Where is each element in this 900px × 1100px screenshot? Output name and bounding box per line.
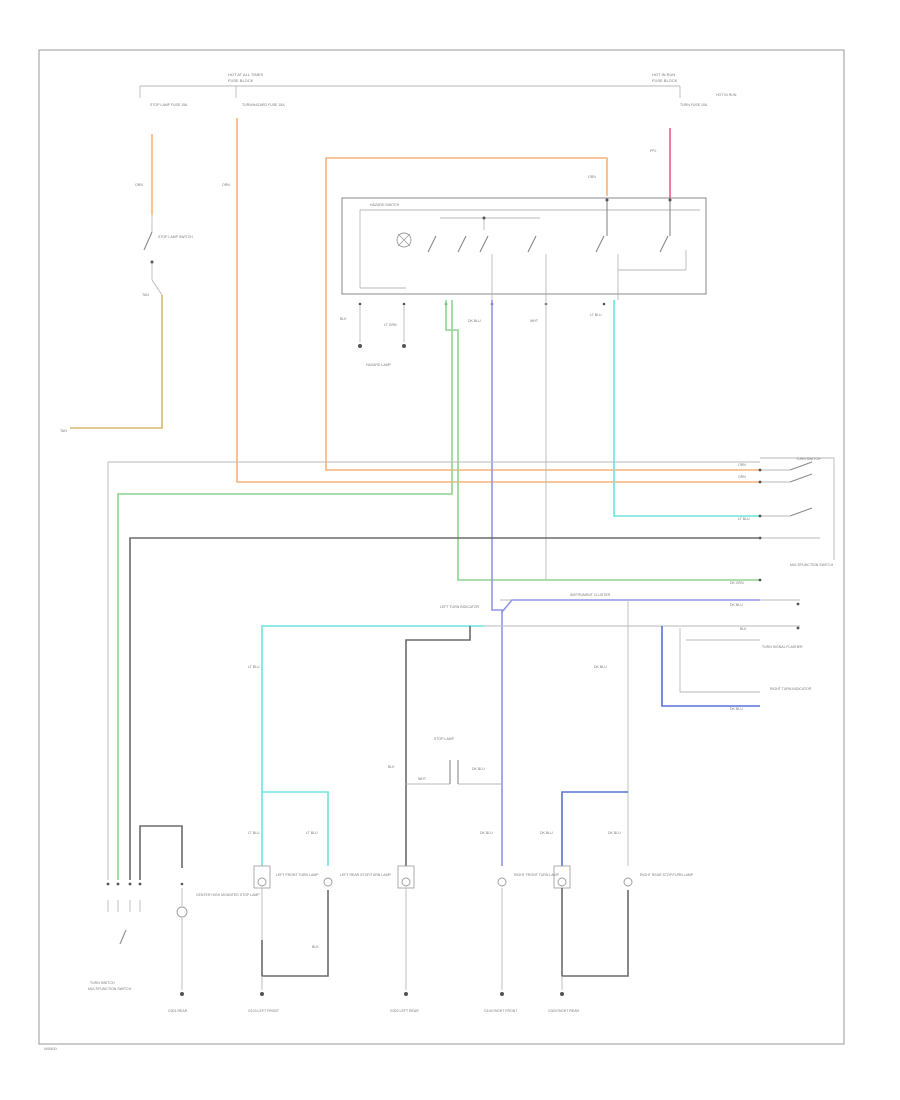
lf-turn-lamp-label: LEFT FRONT TURN LAMP xyxy=(276,873,319,877)
turn-hazard-fuse-label: TURN/HAZARD FUSE 15A xyxy=(242,103,285,107)
wire-orn-label-2: ORN xyxy=(222,183,230,187)
stop-lamp-module-label: STOP LAMP xyxy=(434,737,455,741)
darkblue-wire-indicator xyxy=(661,626,760,707)
multifunction-switch: ORN ORN TURN SWITCH MULTIFUNCTION SWITCH xyxy=(738,457,835,582)
chmsl: CENTER HIGH MOUNTED STOP LAMP G301 REAR xyxy=(168,882,260,1013)
wire-dkgrn-label: DK GRN xyxy=(730,581,744,585)
lf-marker-bulb-icon xyxy=(323,877,333,887)
stop-lamp-switch-label: STOP LAMP SWITCH xyxy=(158,235,193,239)
wire-dkblu-label-1: DK BLU xyxy=(468,319,481,323)
turn-fuse-label: TURN FUSE 10A xyxy=(680,103,708,107)
darkblue-wire-rf xyxy=(561,791,628,866)
wire-blk-label-4: BLK xyxy=(312,945,319,949)
wire-dkblu-label-8: DK BLU xyxy=(480,831,493,835)
tan-wire-stop-switch xyxy=(70,295,163,429)
g-left-front-label: G103 LEFT FRONT xyxy=(248,1009,280,1013)
orange-wire-hazard-loop xyxy=(325,157,760,471)
turn-signal-switch-label: TURN SWITCH xyxy=(90,981,115,985)
footer-code: W0000 xyxy=(44,1046,57,1051)
wire-dkblu-label-5: DK BLU xyxy=(540,831,553,835)
multifunction-switch-bottom-label: MULTIFUNCTION SWITCH xyxy=(88,987,132,991)
chmsl-label: CENTER HIGH MOUNTED STOP LAMP xyxy=(196,893,260,897)
rr-marker-bulb-icon xyxy=(623,877,633,887)
wire-orn-label-3: ORN xyxy=(588,175,596,179)
right-front-turn-lamp: RIGHT FRONT TURN LAMP G104 RIGHT FRONT xyxy=(484,873,560,1013)
instrument-cluster: INSTRUMENT CLUSTER LEFT TURN INDICATOR T… xyxy=(440,593,812,693)
turn-signal-flasher-label: TURN SIGNAL FLASHER xyxy=(762,645,803,649)
left-indicator-label: LEFT TURN INDICATOR xyxy=(440,605,479,609)
gray-wire-box xyxy=(139,825,183,880)
wire-ltblu-label-2: LT BLU xyxy=(738,517,750,521)
wire-orn-label-5: ORN xyxy=(738,475,746,479)
hazard-switch-label: HAZARD SWITCH xyxy=(370,203,400,207)
g-rear-label: G301 REAR xyxy=(168,1009,188,1013)
wire-wht-label-1: WHT xyxy=(530,319,539,323)
wire-dkblu-label-4: DK BLU xyxy=(472,767,485,771)
wire-tan-label-1: TAN xyxy=(142,293,149,297)
wire-dkblu-label-7: DK BLU xyxy=(594,665,607,669)
wire-wht-label-2: WHT xyxy=(418,777,427,781)
left-front-marker-lamp: LEFT REAR STOP/TURN LAMP G103 LEFT FRONT… xyxy=(248,873,391,1013)
wire-dkblu-label-6: DK BLU xyxy=(608,831,621,835)
wire-ppl-label: PPL xyxy=(650,149,657,153)
right-indicator-label: RIGHT TURN INDICATOR xyxy=(770,687,812,691)
hot-in-run-note: HOT IN RUN xyxy=(716,93,737,97)
wire-dkblu-label-3: DK BLU xyxy=(730,707,743,711)
lf-turn-bulb-icon xyxy=(257,877,267,887)
cyan-wire-upper xyxy=(613,300,760,517)
hazard-switch: HAZARD SWITCH xyxy=(341,197,707,300)
right-rear-stop-turn-lamp: RIGHT REAR STOP/TURN LAMP G303 RIGHT REA… xyxy=(548,865,694,1013)
hot-at-all-times-label: HOT AT ALL TIMES xyxy=(228,72,263,77)
g-right-rear-label: G303 RIGHT REAR xyxy=(548,1009,580,1013)
wire-ltgrn-label-1: LT GRN xyxy=(384,323,397,327)
left-rear-lamp: G302 LEFT REAR xyxy=(390,865,419,1013)
turn-switch-connector: TURN SWITCH MULTIFUNCTION SWITCH xyxy=(88,882,142,991)
wire-ltblu-label-3: LT BLU xyxy=(248,665,260,669)
chmsl-bulb-icon xyxy=(176,906,188,918)
cyan-wire-branch xyxy=(262,791,329,866)
green-wire-2 xyxy=(117,300,453,880)
blue-wire-center xyxy=(491,300,503,866)
wire-orn-label-4: ORN xyxy=(738,463,746,467)
wire-ltblu-label-5: LT BLU xyxy=(306,831,318,835)
lr-stop-turn-lamp-label: LEFT REAR STOP/TURN LAMP xyxy=(340,873,391,877)
orange-wire-turn-hazard xyxy=(236,118,760,483)
hazard-switch-terminals: BLK LT GRN HAZARD LAMP xyxy=(340,302,606,367)
gray-wire-left xyxy=(129,537,760,880)
hot-in-run-label: HOT IN RUN xyxy=(652,72,675,77)
cyan-wire-lower xyxy=(261,625,484,866)
stop-lamp-circuit: ORN TAN TAN STOP LAMP SWITCH xyxy=(60,134,193,433)
wire-blk-label-1: BLK xyxy=(340,317,347,321)
diagram-frame xyxy=(38,49,845,1045)
wire-dkblu-label-2: DK BLU xyxy=(730,603,743,607)
wire-blk-label-3: BLK xyxy=(388,765,395,769)
power-bus: HOT AT ALL TIMES FUSE BLOCK HOT IN RUN F… xyxy=(139,72,737,107)
wire-blk-label-2: BLK xyxy=(740,627,747,631)
hazard-lamp-label: HAZARD LAMP xyxy=(366,363,392,367)
stop-lamp-fuse-label: STOP LAMP FUSE 15A xyxy=(150,103,188,107)
wire-tan-label-2: TAN xyxy=(60,429,67,433)
wire-ltblu-label-4: LT BLU xyxy=(248,831,260,835)
g-left-rear-label: G302 LEFT REAR xyxy=(390,1009,419,1013)
turn-switch-label: TURN SWITCH xyxy=(796,457,821,461)
fuse-block-label: FUSE BLOCK xyxy=(228,78,254,83)
multifunction-switch-label: MULTIFUNCTION SWITCH xyxy=(790,563,834,567)
fuse-block-right-label: FUSE BLOCK xyxy=(652,78,678,83)
rf-turn-lamp-label: RIGHT FRONT TURN LAMP xyxy=(514,873,560,877)
rr-stop-turn-bulb-icon xyxy=(557,877,567,887)
rf-turn-bulb-icon xyxy=(497,877,507,887)
left-front-turn-lamp: LEFT FRONT TURN LAMP xyxy=(253,865,329,977)
green-wire-1 xyxy=(445,300,760,581)
g-right-front-label: G104 RIGHT FRONT xyxy=(484,1009,518,1013)
lightgray-wire-left xyxy=(107,461,760,880)
gray-wire-center xyxy=(405,626,471,866)
left-rear-bulb-icon xyxy=(401,877,411,887)
blue-wire-cluster xyxy=(501,599,760,613)
instrument-cluster-label: INSTRUMENT CLUSTER xyxy=(570,593,611,597)
wire-orn-label-1: ORN xyxy=(135,183,143,187)
stop-lamp-junction: STOP LAMP WHT DK BLU xyxy=(406,737,502,785)
wire-ltblu-label-1: LT BLU xyxy=(590,313,602,317)
rr-stop-turn-lamp-label: RIGHT REAR STOP/TURN LAMP xyxy=(640,873,694,877)
